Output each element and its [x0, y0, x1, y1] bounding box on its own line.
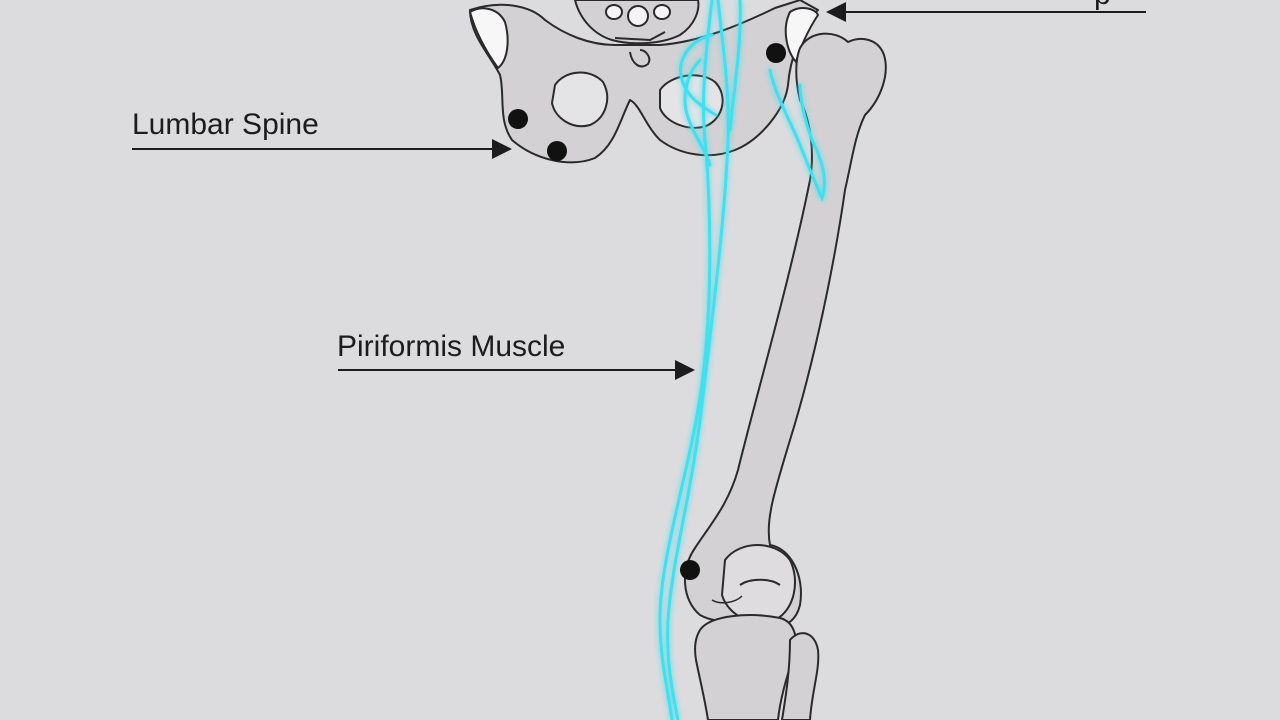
marker-dot [766, 43, 786, 63]
piriformis-muscle-label: Piriformis Muscle [337, 330, 566, 363]
patella [721, 544, 796, 624]
left-obturator-foramen [551, 71, 609, 128]
pelvis [469, 0, 819, 164]
marker-dot [680, 560, 700, 580]
leader-lines [132, 2, 1146, 380]
sacral-foramina [605, 4, 671, 68]
femur [683, 32, 887, 628]
tibia [694, 614, 797, 720]
marker-dot [547, 141, 567, 161]
sciatic-nerve [658, 0, 826, 720]
top-right-partial-label: p [1094, 0, 1111, 10]
right-obturator-foramen [659, 74, 724, 129]
point-markers [508, 43, 786, 580]
lower-leg-bones [694, 614, 820, 720]
fibula [781, 632, 820, 720]
marker-dot [508, 109, 528, 129]
lumbar-spine-label: Lumbar Spine [132, 108, 319, 141]
